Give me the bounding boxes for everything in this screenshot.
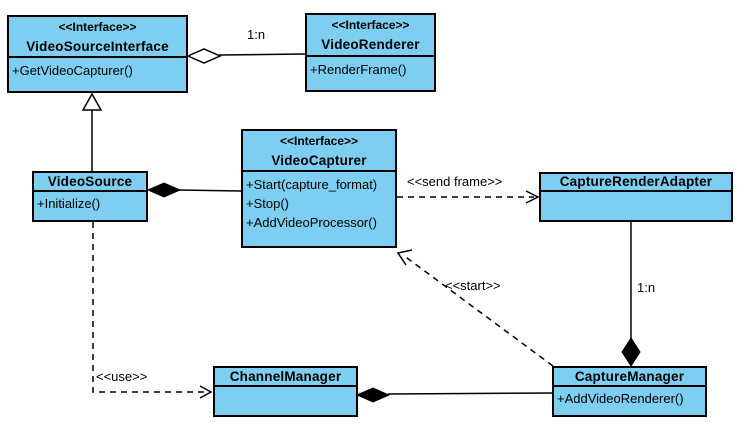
stereotype-label-use: <<use>> xyxy=(96,369,148,384)
class-methods-compartment: +Initialize() xyxy=(34,192,146,220)
class-video-renderer[interactable]: <<Interface>> VideoRenderer +RenderFrame… xyxy=(305,13,436,92)
class-method: +Start(capture_format) xyxy=(246,177,378,192)
class-name: CaptureRenderAdapter xyxy=(559,174,713,189)
stereotype-label-send-frame: <<send frame>> xyxy=(407,174,503,189)
class-name: VideoCapturer xyxy=(271,152,367,168)
class-title-compartment: <<Interface>> VideoCapturer xyxy=(243,131,395,172)
generalization-connector-videosource-videosourceinterface xyxy=(81,92,103,171)
class-methods-compartment xyxy=(541,192,731,220)
class-methods-compartment: +Start(capture_format) +Stop() +AddVideo… xyxy=(243,172,395,246)
class-title-compartment: ChannelManager xyxy=(215,368,356,387)
class-name: ChannelManager xyxy=(229,369,342,384)
class-method: +GetVideoCapturer() xyxy=(12,63,133,78)
class-video-source-interface[interactable]: <<Interface>> VideoSourceInterface +GetV… xyxy=(7,15,188,93)
filled-diamond-icon xyxy=(621,337,641,367)
dependency-connector-start xyxy=(396,249,554,367)
multiplicity-label-videorenderer: 1:n xyxy=(247,27,266,42)
composition-connector-videosource-videocapturer xyxy=(146,182,242,198)
class-methods-compartment xyxy=(215,387,356,415)
class-title-compartment: <<Interface>> VideoRenderer xyxy=(307,15,434,57)
class-channel-manager[interactable]: ChannelManager xyxy=(213,366,358,417)
class-method: +AddVideoProcessor() xyxy=(246,215,377,230)
class-video-source[interactable]: VideoSource +Initialize() xyxy=(32,171,148,222)
class-method: +AddVideoRenderer() xyxy=(557,391,684,406)
aggregation-connector-videosourceinterface-videorenderer xyxy=(186,48,306,64)
class-stereotype: <<Interface>> xyxy=(279,133,359,148)
class-video-capturer[interactable]: <<Interface>> VideoCapturer +Start(captu… xyxy=(241,129,397,248)
class-capture-manager[interactable]: CaptureManager +AddVideoRenderer() xyxy=(552,366,707,417)
multiplicity-label-capturemanager: 1:n xyxy=(637,280,656,295)
class-method: +RenderFrame() xyxy=(310,62,407,77)
open-arrowhead-icon xyxy=(199,385,213,399)
class-name: VideoRenderer xyxy=(321,37,420,52)
dependency-connector-use xyxy=(92,222,213,399)
composition-connector-channelmanager-capturemanager xyxy=(355,387,553,403)
dependency-connector-sendframe xyxy=(397,190,540,204)
class-capture-render-adapter[interactable]: CaptureRenderAdapter xyxy=(539,172,733,222)
class-title-compartment: <<Interface>> VideoSourceInterface xyxy=(9,17,186,58)
class-methods-compartment: +GetVideoCapturer() xyxy=(9,58,186,91)
class-title-compartment: VideoSource xyxy=(34,173,146,192)
class-method: +Initialize() xyxy=(37,196,101,211)
class-name: VideoSourceInterface xyxy=(26,38,169,54)
class-stereotype: <<Interface>> xyxy=(58,19,137,34)
hollow-diamond-icon xyxy=(186,48,222,64)
filled-diamond-icon xyxy=(146,182,182,198)
class-name: CaptureManager xyxy=(574,369,685,384)
class-methods-compartment: +RenderFrame() xyxy=(307,57,434,90)
class-title-compartment: CaptureRenderAdapter xyxy=(541,174,731,192)
class-method: +Stop() xyxy=(246,196,289,211)
class-stereotype: <<Interface>> xyxy=(331,18,410,32)
class-methods-compartment: +AddVideoRenderer() xyxy=(554,387,705,415)
hollow-triangle-icon xyxy=(81,92,103,111)
class-title-compartment: CaptureManager xyxy=(554,368,705,387)
open-arrowhead-icon xyxy=(396,249,413,266)
open-arrowhead-icon xyxy=(525,190,540,204)
class-name: VideoSource xyxy=(47,174,133,189)
stereotype-label-start: <<start>> xyxy=(445,278,501,293)
filled-diamond-icon xyxy=(355,387,391,403)
